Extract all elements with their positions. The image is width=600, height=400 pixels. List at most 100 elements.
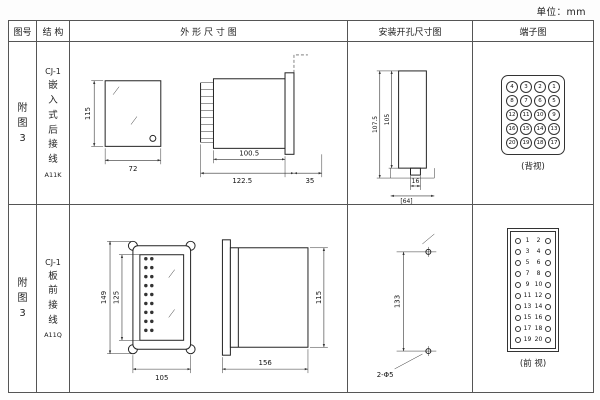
row2-model-label: CJ-1 [45, 257, 61, 267]
terminal-19: 19 [520, 136, 532, 149]
terminal-5: 5 [548, 94, 560, 107]
terminal-hole-15 [515, 314, 521, 321]
mounting-drawing-a11k: 107.5 105 16 [64] [371, 69, 435, 204]
terminal-number-11: 11 [523, 292, 532, 299]
dim-holes-label: 2-Φ5 [376, 370, 393, 378]
row1-model-label: CJ-1 [45, 67, 61, 77]
header-structure: 结 构 [37, 21, 70, 42]
terminal-number-16: 16 [534, 314, 543, 321]
terminal-number-13: 13 [523, 303, 532, 310]
terminal-14: 14 [534, 122, 546, 135]
dim-total-depth: 122.5 [232, 177, 252, 185]
terminal-number-10: 10 [534, 281, 543, 288]
row1-mounting-drawing: 107.5 105 16 [64] [348, 42, 473, 205]
terminal-hole-1 [515, 237, 521, 244]
front-view: 149 125 105 [100, 240, 196, 382]
terminal-6: 6 [534, 94, 546, 107]
terminal-hole-10 [545, 281, 551, 288]
terminal-number-2: 2 [536, 237, 541, 244]
terminal-number-17: 17 [523, 325, 532, 332]
terminal-number-7: 7 [525, 270, 530, 277]
terminal-hole-9 [515, 281, 521, 288]
dim-hole-height: 105 [384, 113, 391, 125]
row2-outline-drawing: 149 125 105 156 [70, 205, 348, 392]
dim-side-height: 115 [314, 290, 322, 303]
unit-label: 单位：mm [536, 7, 586, 18]
row2-structure-cell: CJ-1 板前接线 A11Q [37, 205, 70, 392]
terminal-number-18: 18 [534, 325, 543, 332]
terminal-18: 18 [534, 136, 546, 149]
terminal-number-8: 8 [536, 270, 541, 277]
row2-fig-no-label: 附图3 [17, 278, 28, 319]
dim-width: 72 [128, 165, 137, 173]
terminal-hole-11 [515, 292, 521, 299]
terminal-number-5: 5 [525, 259, 530, 266]
side-view: 156 115 [221, 238, 328, 373]
terminal-number-15: 15 [523, 314, 532, 321]
front-view-label: (前 视) [519, 359, 547, 369]
dim-depth: 156 [258, 359, 271, 367]
terminal-hole-20 [545, 336, 551, 343]
dim-tab-width: 16 [411, 178, 419, 185]
dim-cutout-width: [64] [400, 197, 412, 203]
row2-mounting-drawing: 133 2-Φ5 [348, 205, 473, 392]
dim-width: 105 [155, 374, 168, 382]
terminal-4: 4 [506, 80, 518, 93]
dim-body-depth: 100.5 [239, 149, 259, 157]
terminal-number-6: 6 [536, 259, 541, 266]
dim-outer-height: 107.5 [371, 115, 378, 132]
terminal-hole-8 [545, 270, 551, 277]
row2-code-label: A11Q [44, 331, 62, 340]
row1-code-label: A11K [44, 170, 62, 179]
terminal-number-9: 9 [525, 281, 530, 288]
terminal-7: 7 [520, 94, 532, 107]
terminal-hole-14 [545, 303, 551, 310]
terminal-hole-13 [515, 303, 521, 310]
terminal-11: 11 [520, 108, 532, 121]
terminal-hole-6 [545, 259, 551, 266]
row1-structure-cell: CJ-1 嵌入式后接线 A11K [37, 42, 70, 205]
terminal-number-14: 14 [534, 303, 543, 310]
header-outline: 外 形 尺 寸 图 [70, 21, 348, 42]
terminal-number-20: 20 [534, 336, 543, 343]
terminal-9: 9 [548, 108, 560, 121]
header-mounting: 安装开孔尺寸图 [348, 21, 473, 42]
terminal-row: 9 10 [515, 280, 551, 289]
terminal-20: 20 [506, 136, 518, 149]
row2-structure-label: 板前接线 [48, 270, 58, 326]
header-terminal: 端子图 [473, 21, 593, 42]
terminal-hole-4 [545, 248, 551, 255]
terminal-hole-2 [545, 237, 551, 244]
dim-outer-height: 149 [100, 290, 108, 303]
mounting-drawing-a11q: 133 2-Φ5 [376, 233, 436, 378]
terminal-number-4: 4 [536, 248, 541, 255]
terminal-12: 12 [506, 108, 518, 121]
front-view: 115 72 [84, 79, 161, 173]
row1-outline-drawing: 115 72 [70, 42, 348, 205]
rear-view-label: (背视) [521, 161, 545, 172]
terminal-3: 3 [520, 80, 532, 93]
terminal-17: 17 [548, 136, 560, 149]
row1-fig-no-cell: 附图3 [9, 42, 37, 205]
row2-fig-no-cell: 附图3 [9, 205, 37, 392]
outline-drawing-a11q: 149 125 105 156 [100, 238, 328, 382]
terminal-16: 16 [506, 122, 518, 135]
dim-front-depth: 35 [305, 177, 314, 185]
outline-drawing-a11k: 115 72 [84, 54, 322, 185]
terminal-8: 8 [506, 94, 518, 107]
dim-height: 115 [84, 106, 92, 119]
terminal-number-19: 19 [523, 336, 532, 343]
terminal-2: 2 [534, 80, 546, 93]
